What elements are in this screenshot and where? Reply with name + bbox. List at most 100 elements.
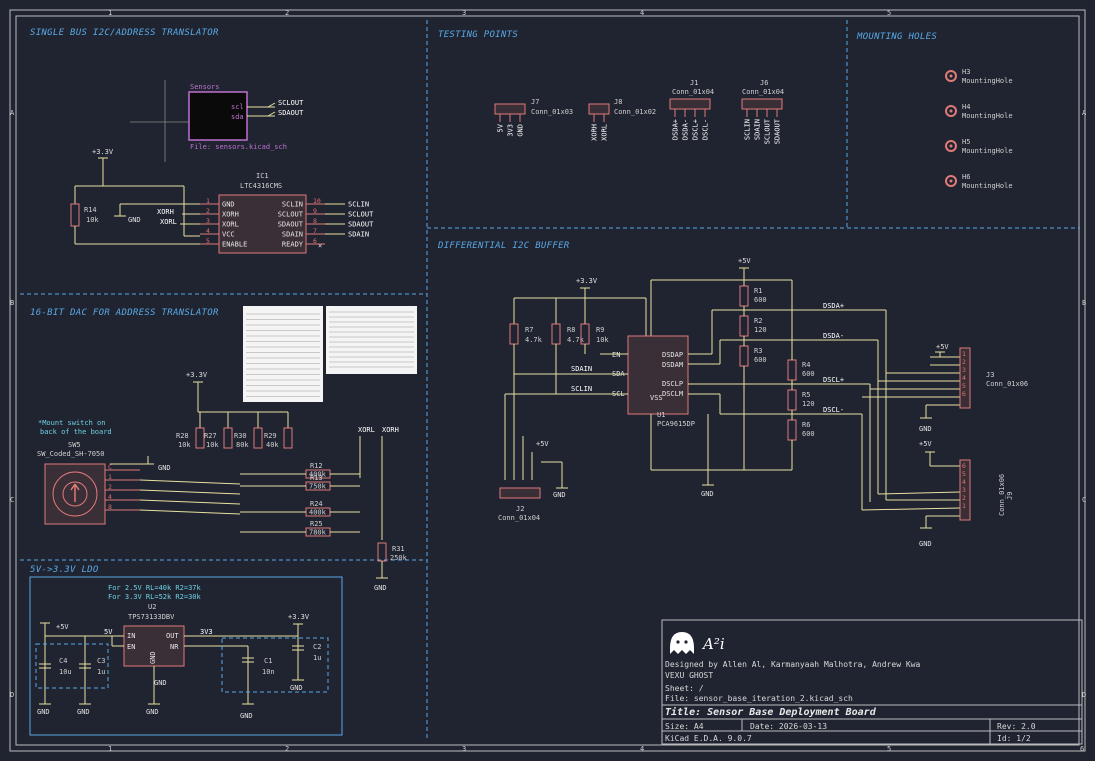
ic1-translator[interactable]: +3.3V R14 10k GND XORH XORL IC1 LTC4316C… [70, 148, 374, 254]
j2-value: Conn_01x04 [498, 514, 540, 522]
ic1-pin-name: SCLIN [282, 201, 303, 209]
resistor-ref: R4 [802, 361, 810, 369]
hole-ref: H6 [962, 173, 970, 181]
mounting-hole-center [949, 74, 953, 78]
section-title-dac: 16-BIT DAC FOR ADDRESS TRANSLATOR [30, 308, 219, 318]
connector-pin-number: 4 [962, 374, 966, 382]
power-label-3v3: +3.3V [576, 277, 598, 285]
hole-ref: H5 [962, 138, 970, 146]
ic1-pin-number: 10 [313, 197, 321, 205]
resistor-ref: R7 [525, 326, 533, 334]
resistor-value: 10k [596, 336, 609, 344]
connector-pin-number: 6 [962, 462, 966, 470]
connector-pin-label: GND [517, 124, 525, 137]
col-marker: 4 [640, 745, 644, 753]
r31-value: 250k [390, 554, 408, 562]
resistor-ref: R24 [310, 500, 323, 508]
j3-body [959, 347, 971, 409]
connector-pin-number: 3 [962, 366, 966, 374]
mounting-holes[interactable]: H3MountingHoleH4MountingHoleH5MountingHo… [945, 68, 1013, 190]
ic1-pin-number: 7 [313, 227, 317, 235]
ic1-pin-name: VCC [222, 231, 235, 239]
hole-ref: H3 [962, 68, 970, 76]
gnd-label: GND [146, 708, 159, 716]
resistor-value: 600 [802, 370, 815, 378]
u2-pin-out: OUT [166, 632, 179, 640]
connector-pin-label: SDAIN [754, 119, 762, 140]
ic1-ref: IC1 [256, 172, 269, 180]
resistor-value: 600 [802, 430, 815, 438]
resistor-body [551, 323, 561, 345]
j3-ref: J3 [986, 371, 994, 379]
mounting-hole-icon [945, 105, 957, 117]
col-marker: 4 [640, 9, 644, 17]
u1-pin-en: EN [612, 351, 620, 359]
j6-value: Conn_01x04 [742, 88, 784, 96]
resistor-ref: R28 [176, 432, 189, 440]
section-dividers [20, 20, 1080, 740]
ic1-pin-name: ENABLE [222, 241, 247, 249]
ic1-pin-number: 3 [206, 217, 210, 225]
connector-pin-label: DSCL+ [692, 119, 700, 140]
net-label-sdaout: SDAOUT [278, 109, 304, 117]
connector-pin-number: 5 [962, 382, 966, 390]
power-label-3v3: +3.3V [288, 613, 310, 621]
tb-date: Date: 2026-03-13 [750, 722, 827, 731]
ldo-frame [29, 576, 343, 736]
gnd-label: GND [701, 490, 714, 498]
sensors-hier-sheet[interactable]: Sensors scl sda File: sensors.kicad_sch … [130, 80, 304, 162]
resistor-body [739, 285, 749, 307]
r14-ref: R14 [84, 206, 97, 214]
u1-pin-dsdam: DSDAM [662, 361, 683, 369]
c2-ref: C2 [313, 643, 321, 651]
connector-pin-number: 1 [962, 350, 966, 358]
row-marker: A [10, 109, 15, 117]
c3-ref: C3 [97, 657, 105, 665]
net-label-xorl: XORL [160, 218, 177, 226]
j2-body [499, 487, 541, 499]
net-label-xorl: XORL [358, 426, 375, 434]
tb-file: File: sensor_base_iteration_2.kicad_sch [665, 694, 853, 703]
sheet-name: Sensors [190, 83, 220, 91]
net-label-ic1-1: SCLOUT [348, 211, 374, 219]
ldo-section[interactable]: For 2.5V RL=40k R2=37k For 3.3V RL=52k R… [29, 576, 343, 736]
col-marker: 5 [887, 9, 891, 17]
resistor-value: 780k [309, 529, 327, 537]
resistor-body [787, 419, 797, 441]
net-label-ic1-0: SCLIN [348, 201, 369, 209]
c3-value: 1u [97, 668, 105, 676]
connector-pin-number: 6 [962, 390, 966, 398]
row-marker: B [1082, 299, 1086, 307]
resistor-ref: R30 [234, 432, 247, 440]
section-title-i2c: SINGLE BUS I2C/ADDRESS TRANSLATOR [30, 28, 219, 38]
ic1-pin-name: XORL [222, 221, 239, 229]
row-marker: D [10, 691, 14, 699]
net-label-xorh: XORH [382, 426, 399, 434]
tb-title: Title: Sensor Base Deployment Board [665, 706, 877, 718]
j9-ref: J9 [1006, 492, 1014, 500]
j8-ref: J8 [614, 98, 622, 106]
ic1-pin-number: 6 [313, 237, 317, 245]
section-title-mounting: MOUNTING HOLES [856, 32, 937, 42]
u1-value: PCA9615DP [657, 420, 695, 428]
connector-pin-label: SCLOUT [764, 118, 772, 144]
row-marker: A [1082, 109, 1087, 117]
c2-value: 1u [313, 654, 321, 662]
section-title-testing: TESTING POINTS [438, 30, 518, 40]
ldo-note-2: For 3.3V RL=52k R2=30k [108, 593, 202, 601]
tb-team: VEXU GHOST [665, 671, 713, 680]
switch-pin-label: C [108, 463, 112, 471]
connector-pin-label: DSCL- [702, 119, 710, 140]
u2-pin-in: IN [127, 632, 135, 640]
tb-id: Id: 1/2 [997, 734, 1031, 743]
net-label-sclin: SCLIN [571, 385, 592, 393]
c1-ref: C1 [264, 657, 272, 665]
wire [139, 489, 241, 495]
col-marker: 1 [108, 9, 112, 17]
